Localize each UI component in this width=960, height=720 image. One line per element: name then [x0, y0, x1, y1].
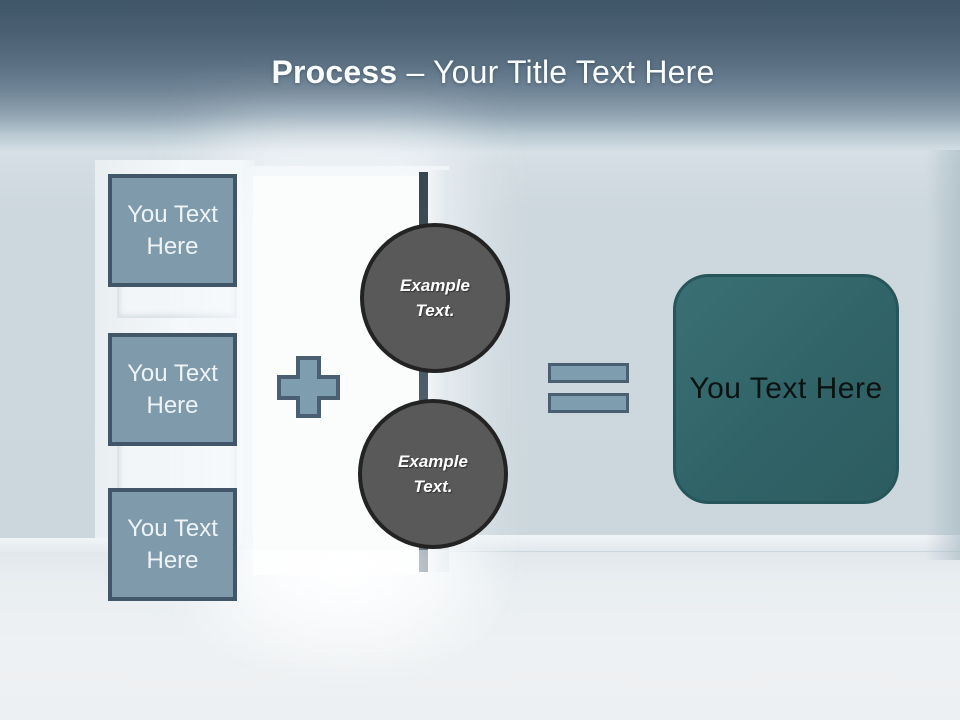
plus-icon-shape — [277, 356, 340, 418]
equals-bar-top — [548, 363, 629, 383]
baseboard — [449, 535, 960, 551]
wall-corner-shadow — [926, 150, 960, 560]
equals-icon — [548, 363, 629, 413]
circle-label: Example Text. — [398, 451, 468, 497]
circle-label: Example Text. — [400, 275, 470, 321]
example-circle-1: Example Text. — [360, 223, 510, 373]
example-circle-2: Example Text. — [358, 399, 508, 549]
text-placeholder-box-1: You Text Here — [108, 174, 237, 287]
slide-title-bold: Process — [271, 54, 398, 90]
result-label: You Text Here — [689, 372, 883, 405]
plus-icon — [277, 356, 340, 418]
slide-title: Process – Your Title Text Here — [13, 54, 960, 91]
placeholder-label: You Text Here — [127, 200, 218, 260]
placeholder-label: You Text Here — [127, 514, 218, 574]
text-placeholder-box-3: You Text Here — [108, 488, 237, 601]
slide-title-rest: – Your Title Text Here — [397, 54, 715, 90]
equals-bar-bottom — [548, 393, 629, 413]
text-placeholder-box-2: You Text Here — [108, 333, 237, 446]
result-box: You Text Here — [673, 274, 899, 504]
placeholder-label: You Text Here — [127, 359, 218, 419]
